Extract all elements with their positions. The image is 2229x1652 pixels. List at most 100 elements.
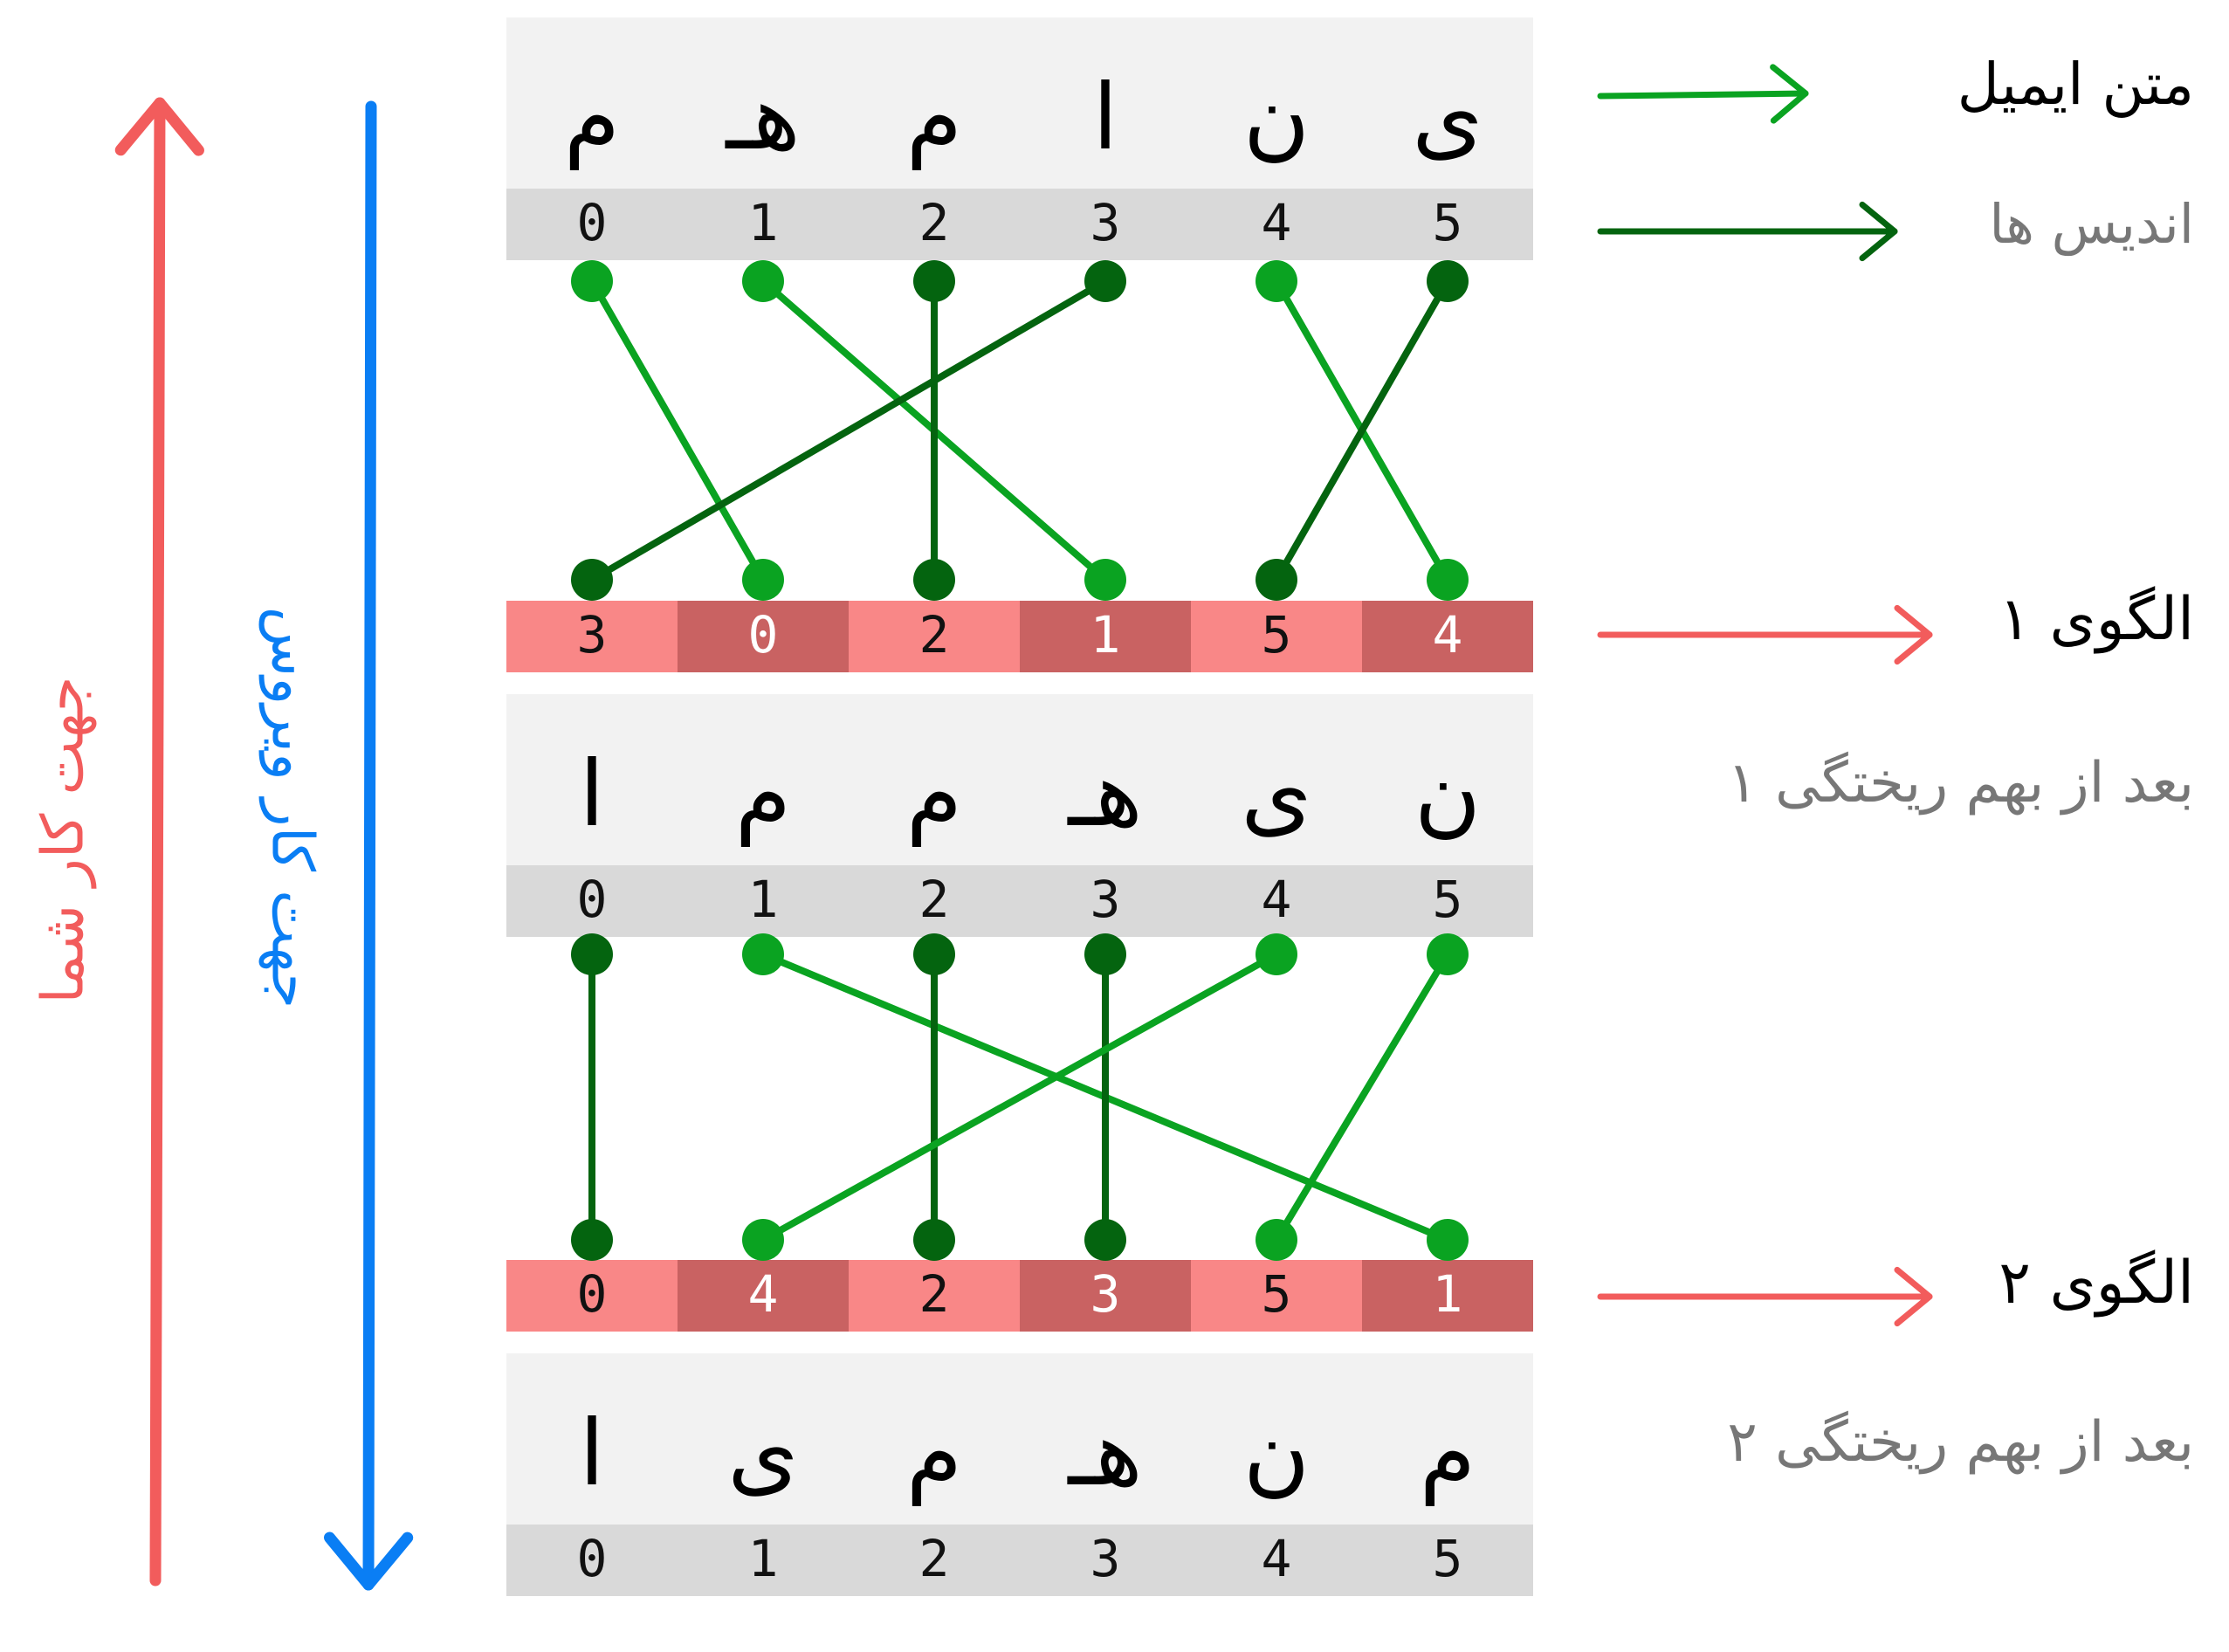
index-row-2-cell: 1 <box>748 870 779 929</box>
pattern2-pointer-arrow-head <box>1894 1266 1933 1327</box>
email-row-cell: ن <box>1243 64 1310 170</box>
pattern1-row-cell-bg <box>1191 601 1362 672</box>
index-row-2-cell: 3 <box>1090 870 1121 929</box>
shuffle2-row-cell: ن <box>1243 1400 1310 1506</box>
shuffle2-row-bg <box>506 1353 1533 1525</box>
email-pointer-arrow-head <box>1770 64 1809 124</box>
after-shuffle2-label: بعد از بهم ریختگی ۲ <box>1727 1410 2194 1475</box>
index-row-1-cell: 3 <box>1090 193 1121 252</box>
pattern2-row-cell-bg <box>849 1260 1020 1332</box>
shuffle1-row-cell: ا <box>580 740 605 847</box>
link-set-2-dot-bottom <box>1427 1219 1469 1261</box>
link-set-2-dot-top <box>571 933 613 975</box>
index-row-1-cell: 1 <box>748 193 779 252</box>
email-row-cell: هـ <box>724 64 800 170</box>
link-lines <box>571 260 1469 1261</box>
indices-pointer-arrow-head <box>1859 201 1898 262</box>
pattern1-row-cell-bg <box>1020 601 1191 672</box>
pattern2-row-cell-bg <box>1191 1260 1362 1332</box>
email-row-cell: م <box>906 64 962 170</box>
pattern2-row-cell-bg <box>1362 1260 1533 1332</box>
index-row-3-cell: 4 <box>1262 1529 1292 1588</box>
link-set-2-dot-bottom <box>913 1219 955 1261</box>
index-row-3-cell: 5 <box>1433 1529 1463 1588</box>
shuffle2-row-cell: م <box>906 1400 962 1506</box>
index-row-1-cell: 2 <box>919 193 950 252</box>
link-set-1-line <box>588 278 1109 583</box>
shuffle1-row-bg <box>506 694 1533 865</box>
link-set-1-dot-top <box>571 260 613 302</box>
link-set-2-dot-top <box>913 933 955 975</box>
index-row-1-cell: 4 <box>1262 193 1292 252</box>
index-row-2-cell: 2 <box>919 870 950 929</box>
link-set-2-line <box>760 951 1280 1243</box>
pattern2-row-cell: 2 <box>919 1264 950 1324</box>
pattern1-row-cell-bg <box>1362 601 1533 672</box>
link-set-2-dot-bottom <box>1256 1219 1297 1261</box>
pattern1-row-cell-bg <box>678 601 849 672</box>
pattern1-row-cell: 3 <box>577 605 608 664</box>
your-direction-arrow-shaft <box>149 97 166 1587</box>
shuffle1-row-cell: م <box>906 740 962 847</box>
index-row-2-cell: 5 <box>1433 870 1463 929</box>
link-set-1-dot-bottom <box>742 559 784 601</box>
shuffle2-row-cell: ی <box>727 1400 798 1506</box>
shuffle2-row-cell: ا <box>580 1400 605 1506</box>
link-set-1-dot-top <box>1427 260 1469 302</box>
pattern2-row-cell: 5 <box>1262 1264 1292 1324</box>
pattern1-label: الگوی ۱ <box>1999 585 2194 654</box>
link-set-1-dot-top <box>1084 260 1126 302</box>
index-row-2-bg <box>506 865 1533 937</box>
index-row-1-cell: 0 <box>577 193 608 252</box>
your-direction-arrow-head <box>114 97 204 156</box>
email-row-cell: ی <box>1412 64 1483 170</box>
pattern1-pointer-arrow-head <box>1894 604 1933 665</box>
link-set-1-line <box>1273 278 1451 583</box>
link-set-1-dot-bottom <box>1256 559 1297 601</box>
index-row-2-cell: 4 <box>1262 870 1292 929</box>
pattern1-row-cell: 0 <box>748 605 779 664</box>
pattern1-row-cell: 4 <box>1433 605 1463 664</box>
your-direction-label: جهت کار شما <box>29 676 97 1004</box>
link-set-1-dot-top <box>1256 260 1297 302</box>
link-set-2-dot-bottom <box>1084 1219 1126 1261</box>
indices-label: اندیس ها <box>1989 192 2194 256</box>
index-row-2-cell: 0 <box>577 870 608 929</box>
link-set-2-dot-bottom <box>742 1219 784 1261</box>
index-row-3-cell: 0 <box>577 1529 608 1588</box>
virus-direction-arrow-head <box>323 1532 414 1591</box>
index-row-3-cell: 1 <box>748 1529 779 1588</box>
pattern1-row-cell: 2 <box>919 605 950 664</box>
email-pointer-arrow-shaft <box>1597 90 1809 100</box>
index-row-3-bg <box>506 1525 1533 1596</box>
email-row-cell: م <box>564 64 620 170</box>
link-set-2-dot-top <box>1256 933 1297 975</box>
pattern2-row-cell-bg <box>678 1260 849 1332</box>
virus-direction-arrow-shaft <box>362 100 377 1591</box>
shuffle1-row-cell: ی <box>1241 740 1311 847</box>
link-set-2-dot-bottom <box>571 1219 613 1261</box>
pattern1-row-cell: 1 <box>1090 605 1121 664</box>
link-set-2-line <box>1273 951 1451 1243</box>
link-set-1-line <box>588 278 767 583</box>
arrows <box>114 64 1933 1591</box>
shuffle1-row-cell: هـ <box>1066 740 1142 847</box>
link-set-1-dot-bottom <box>913 559 955 601</box>
pattern1-row-cell: 5 <box>1262 605 1292 664</box>
index-row-1-bg <box>506 189 1533 260</box>
shuffle1-row-cell: م <box>735 740 791 847</box>
link-set-1-dot-bottom <box>1084 559 1126 601</box>
link-set-1-dot-top <box>742 260 784 302</box>
shuffle2-row-cell: هـ <box>1066 1400 1142 1506</box>
link-set-1-dot-top <box>913 260 955 302</box>
index-row-3-cell: 2 <box>919 1529 950 1588</box>
link-set-2-dot-top <box>1427 933 1469 975</box>
virus-direction-label: جهت کار ویروس <box>258 606 327 1009</box>
pattern2-row-cell: 3 <box>1090 1264 1121 1324</box>
link-set-1-dot-bottom <box>571 559 613 601</box>
pattern2-row-cell-bg <box>1020 1260 1191 1332</box>
email-text-label: متن ایمیل <box>1957 51 2194 118</box>
